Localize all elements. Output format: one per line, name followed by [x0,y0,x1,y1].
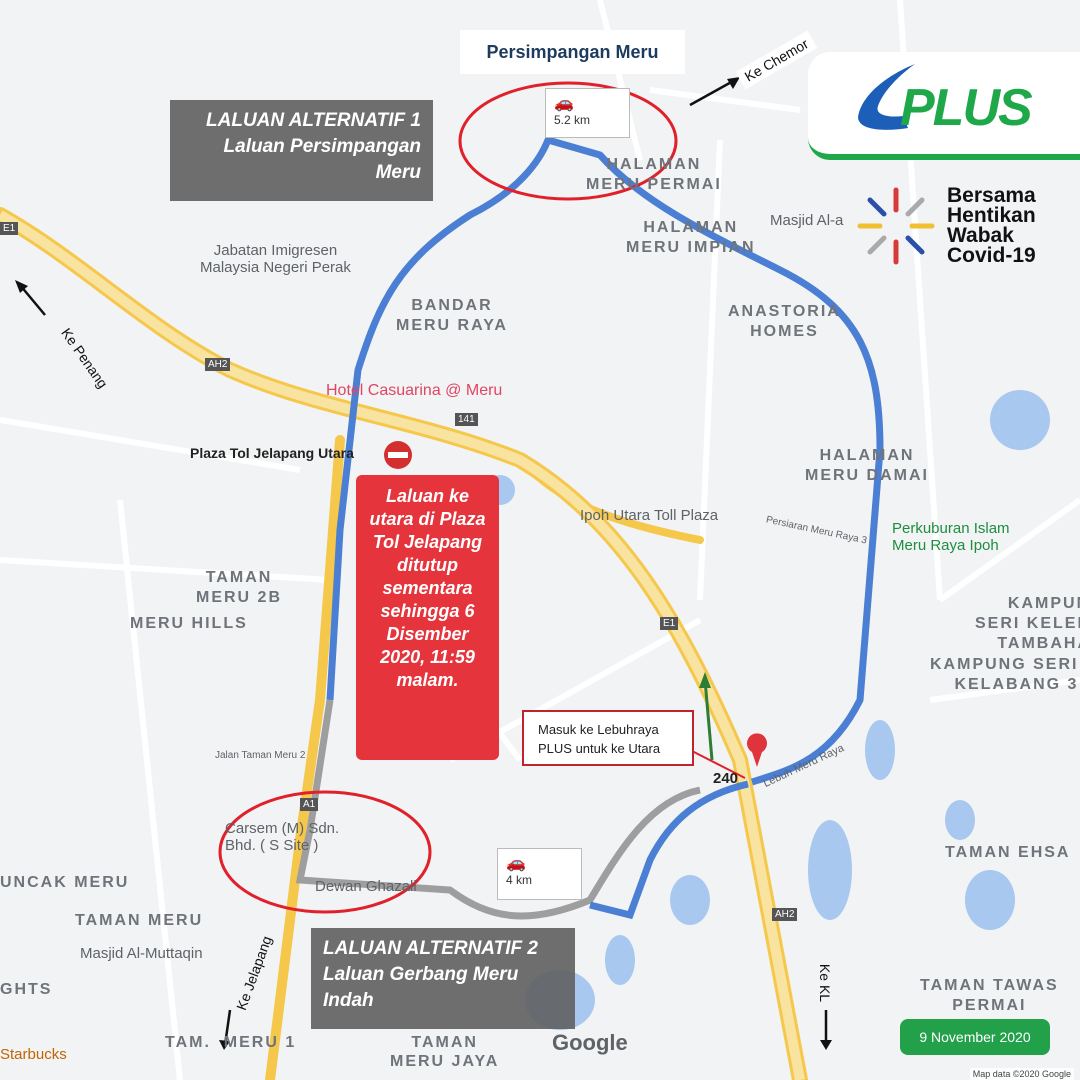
callout-pointer [689,749,746,779]
direction-arrows [19,78,828,1046]
label: Indah [323,990,374,1011]
route-alt-2-gray [295,699,701,920]
car-icon: 🚗 [506,855,526,872]
shield-ah2-south: AH2 [772,908,798,921]
shield-a1: A1 [300,798,319,811]
arrow-head-icon [699,672,711,688]
car-icon: 🚗 [554,95,574,112]
area-taman-ehsan: TAMAN EHSA [945,844,1071,861]
distance: 4 km [506,873,533,887]
place-starbucks[interactable]: Starbucks [0,1046,67,1063]
label: LALUAN ALTERNATIF 1 [206,110,421,131]
plus-logo-panel: PLUS [808,52,1080,160]
plus-logo-text: PLUS [900,79,1033,137]
area-meru-permai: HALAMAN MERU PERMAI [586,156,722,193]
route-alt-2-blue [589,780,749,920]
label: Masuk ke Lebuhraya [538,722,659,737]
label: Perkuburan Islam [892,520,1010,537]
label: Jabatan Imigresen [213,242,338,259]
no-entry-bar [388,452,408,458]
shield-e1-south: E1 [660,617,679,630]
area-bandar-meru-raya: BANDAR MERU RAYA [396,297,508,334]
north-arrow-green [703,679,714,761]
route-2-distance[interactable]: 🚗4 km [497,848,582,900]
shield-ah2: AH2 [205,358,231,371]
label: Laluan Persimpangan [223,136,421,157]
arrow-heads [15,77,832,1050]
date-badge: 9 November 2020 [900,1019,1050,1055]
place-hotel[interactable]: Hotel Casuarina @ Meru [326,382,503,399]
area-ghts: GHTS [0,981,53,998]
label: Malaysia Negeri Perak [200,259,351,276]
plus-swoosh-icon [858,64,915,130]
shield-e1: E1 [0,222,19,235]
shield-141: 141 [455,413,478,426]
place-ipoh-toll[interactable]: Ipoh Utara Toll Plaza [580,507,719,524]
closure-notice: Laluan ke utara di Plaza Tol Jelapang di… [356,475,499,760]
location-pin-icon [747,733,767,767]
label: Carsem (M) Sdn. [225,820,340,837]
area-uncak-meru: UNCAK MERU [0,874,130,891]
junction-title: Persimpangan Meru [460,30,685,74]
place-dewan[interactable]: Dewan Ghazali [315,878,417,895]
highlight-circle-1 [458,81,678,201]
label: Meru Raya Ipoh [892,537,999,554]
exit-240: 240 [713,770,739,787]
map-attribution: Map data ©2020 Google [969,1068,1074,1080]
label: Bersama [947,184,1036,207]
label: Hentikan [947,204,1036,227]
label: Laluan Gerbang Meru [323,964,519,985]
area-meru-jaya: TAMAN MERU JAYA [390,1034,500,1070]
area-taman-tawas: TAMAN TAWAS PERMAI [920,977,1059,1014]
label: Wabak [947,224,1014,247]
route-1-distance[interactable]: 🚗5.2 km [545,88,630,138]
highway-e1-inner [0,210,805,1080]
covid-campaign-logo [857,187,935,265]
distance: 5.2 km [554,113,591,127]
label: Bhd. ( S Site ) [225,837,319,854]
area-taman-meru-1: TAM. MERU 1 [165,1034,297,1051]
place-plaza-tol[interactable]: Plaza Tol Jelapang Utara [190,445,354,461]
area-taman-meru-2b: TAMAN MERU 2B [196,569,283,606]
place-masjid-muttaqin[interactable]: Masjid Al-Muttaqin [80,945,203,962]
direction-kl: Ke KL [817,963,834,1003]
area-anastoria: ANASTORIA HOMES [728,303,841,340]
area-kampung-kelebang: KAMPUNG SERI KELEBA TAMBAHAN [975,595,1080,652]
place-masjid-ala[interactable]: Masjid Al-a [770,212,844,229]
place-carsem[interactable]: Carsem (M) Sdn.Bhd. ( S Site ) [225,820,339,854]
area-taman-meru: TAMAN MERU [75,912,204,929]
route-alt-1 [326,136,884,786]
label: Meru [375,162,421,183]
area-meru-damai: HALAMAN MERU DAMAI [805,447,929,484]
highlight-circle-2 [218,790,432,914]
area-kelabang-3: KAMPUNG SERI KELABANG 3 [930,656,1079,693]
label: PLUS untuk ke Utara [538,741,661,756]
label: LALUAN ALTERNATIF 2 [323,938,538,959]
area-meru-hills: MERU HILLS [130,615,248,632]
road-jalan-tm2: Jalan Taman Meru 2 [215,750,306,761]
area-meru-impian: HALAMAN MERU IMPIAN [626,219,756,256]
google-logo: Google [552,1030,628,1055]
label: Covid-19 [947,244,1036,267]
